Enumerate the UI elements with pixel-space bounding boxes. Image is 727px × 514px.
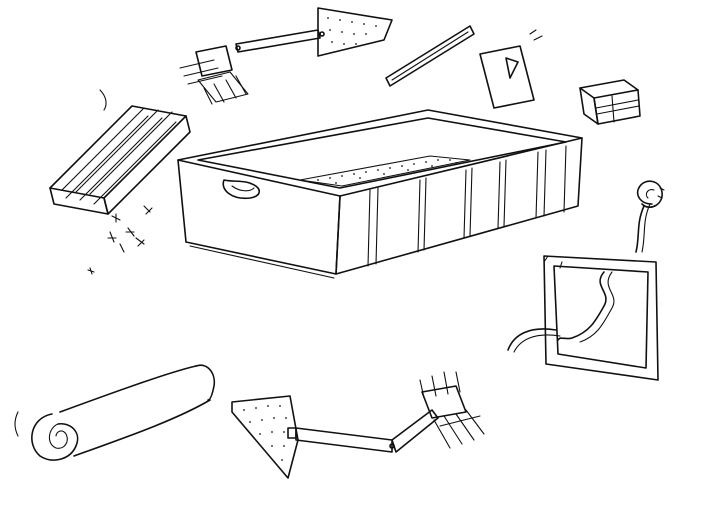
perforated-triangle-plate-top: [317, 7, 393, 57]
measuring-tape: [507, 180, 665, 353]
open-box-container: [177, 109, 583, 279]
rolled-mat: [14, 364, 216, 461]
pronged-bracket-top: [179, 29, 321, 105]
wooden-strip: [385, 25, 475, 87]
slatted-pallet-panel: [49, 89, 191, 215]
loose-screws: [87, 205, 153, 275]
framed-panel: [543, 255, 659, 381]
small-wooden-crate: [579, 79, 641, 125]
triangle-cut-board: [479, 29, 543, 109]
perforated-triangle-plate-bottom: [231, 395, 299, 479]
floor-perforation: [317, 159, 457, 184]
folding-bracket-arm-bottom: [295, 371, 485, 453]
